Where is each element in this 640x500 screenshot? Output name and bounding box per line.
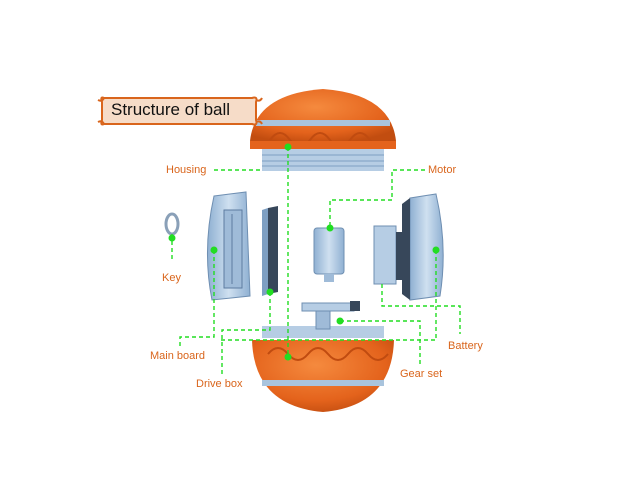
- bottom-shell-housing: [252, 326, 394, 412]
- label-gear-set: Gear set: [400, 368, 443, 380]
- leader-lines: [171, 147, 461, 374]
- right-housing-part: [402, 193, 444, 301]
- label-battery: Battery: [448, 340, 483, 352]
- title-banner: [97, 96, 263, 126]
- leader-dots: [168, 143, 440, 361]
- battery-part: [373, 225, 402, 285]
- diagram-title: Structure of ball: [111, 100, 231, 119]
- top-shell-housing: [250, 89, 396, 171]
- key-part: [164, 212, 180, 236]
- label-key: Key: [162, 272, 181, 284]
- gear-set-part: [301, 301, 360, 330]
- label-motor: Motor: [428, 164, 457, 176]
- motor-part: [313, 227, 345, 282]
- label-housing: Housing: [166, 164, 207, 176]
- label-drive-box: Drive box: [196, 378, 243, 390]
- drive-box-part: [262, 206, 278, 296]
- main-board-part: [206, 191, 251, 301]
- label-main-board: Main board: [150, 350, 206, 362]
